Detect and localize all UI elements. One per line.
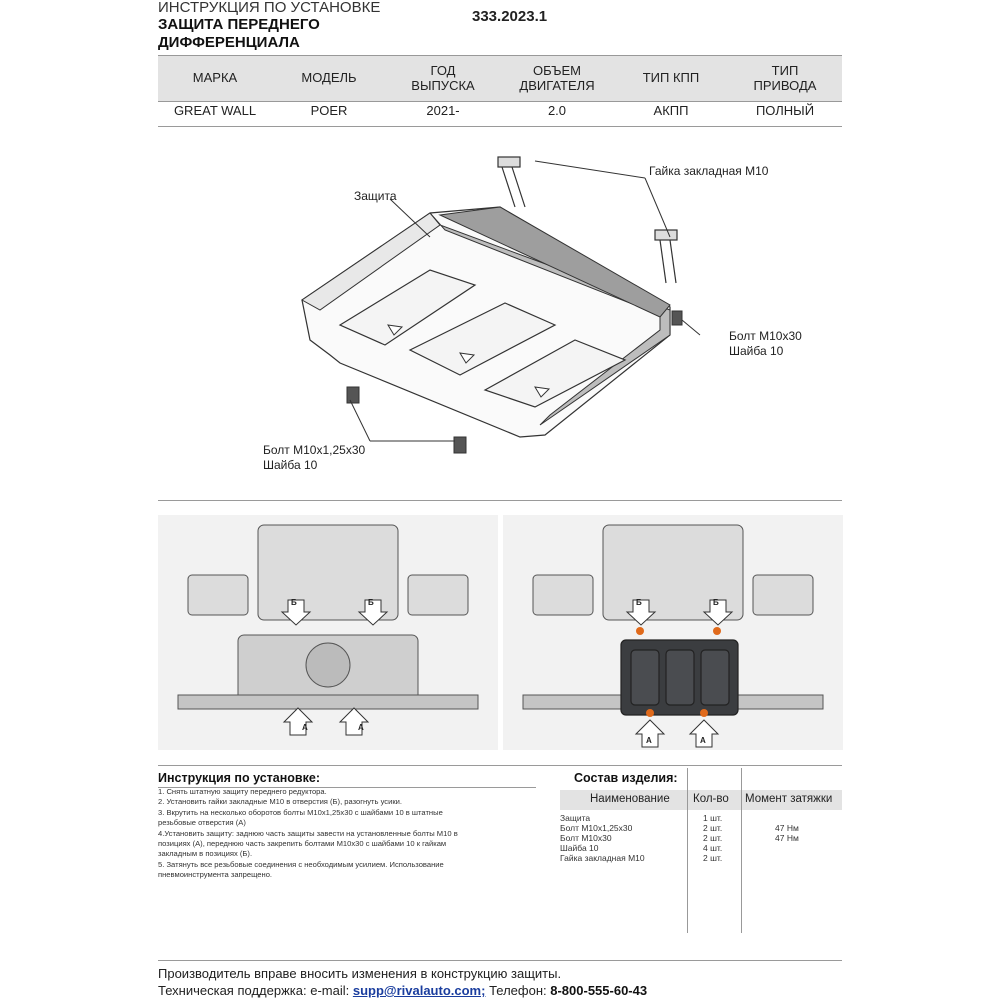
- support-phone[interactable]: 8-800-555-60-43: [550, 983, 648, 998]
- spec-table-header: [158, 55, 842, 102]
- instruction-line: пневмоинструмента запрещено.: [158, 870, 273, 880]
- composition-row-qty: 2 шт.: [703, 833, 723, 843]
- composition-header-row: [560, 790, 842, 810]
- instructions-list: 1. Снять штатную защиту переднего редукт…: [158, 787, 523, 881]
- spec-value-engine: 2.0: [547, 103, 567, 118]
- support-email-link[interactable]: supp@rivalauto.com;: [352, 983, 486, 998]
- composition-row-torque: 47 Нм: [775, 833, 799, 843]
- composition-row-qty: 2 шт.: [703, 823, 723, 833]
- section-rule-photos: [158, 500, 842, 501]
- spec-header-brand: МАРКА: [192, 70, 238, 85]
- nut-bracket-left: [497, 156, 526, 208]
- marker-a-right-after-label: А: [700, 736, 706, 745]
- spec-header-model: МОДЕЛЬ: [301, 70, 357, 85]
- marker-b-left: [280, 599, 312, 626]
- section-rule-text: [158, 765, 842, 766]
- composition-row-qty: 1 шт.: [703, 813, 723, 823]
- composition-col-torque: Момент затяжки: [745, 793, 833, 805]
- marker-a-left-after: [634, 719, 666, 748]
- photo-after-install: [503, 515, 843, 750]
- label-guard: Защита: [354, 189, 397, 203]
- spec-value-brand: GREAT WALL: [173, 103, 257, 118]
- composition-title: Состав изделия:: [574, 771, 678, 785]
- instruction-line: закладным в позициях (Б).: [158, 849, 253, 859]
- marker-a-left-label: А: [302, 723, 308, 732]
- guard-exploded-diagram: [301, 156, 701, 454]
- spec-table-bottom-rule: [158, 126, 842, 127]
- footer-rule: [158, 960, 842, 961]
- instruction-line: 2. Установить гайки закладные М10 в отве…: [158, 797, 402, 807]
- spec-header-engine: ОБЪЕМ ДВИГАТЕЛЯ: [519, 63, 595, 93]
- instruction-line: 1. Снять штатную защиту переднего редукт…: [158, 787, 327, 796]
- orange-fastener-marks: [636, 627, 721, 717]
- marker-b-right-after-label: Б: [713, 598, 719, 607]
- bolt-rear-right: [453, 436, 467, 454]
- instructions-title-rule: [158, 787, 536, 788]
- marker-b-right: [357, 599, 389, 626]
- support-label: Техническая поддержка:: [158, 983, 307, 998]
- marker-b-left-label: Б: [291, 598, 297, 607]
- composition-col-qty: Кол-во: [693, 793, 729, 805]
- instruction-line: 5. Затянуть все резьбовые соединения с н…: [158, 859, 444, 869]
- marker-a-right-after: [688, 719, 720, 748]
- marker-b-left-after: [625, 599, 657, 626]
- guard-top-band: [438, 206, 671, 318]
- instructions-title: Инструкция по установке:: [158, 771, 320, 785]
- marker-a-left: [282, 707, 314, 736]
- instruction-line: позициях (А), переднюю часть закрепить б…: [158, 839, 447, 849]
- email-label: e-mail:: [310, 983, 350, 998]
- footer-support: Техническая поддержка: e-mail: supp@riva…: [158, 983, 647, 998]
- phone-label: Телефон:: [489, 983, 547, 998]
- composition-row-qty: 4 шт.: [703, 843, 723, 853]
- nut-bracket-right: [654, 229, 678, 284]
- panel-arrows: [387, 324, 551, 398]
- instruction-line: 4.Установить защиту: заднюю часть защиты…: [158, 828, 458, 838]
- bolt-front: [671, 310, 683, 326]
- bolt-rear-left: [346, 386, 360, 404]
- label-washer-rear: Шайба 10: [263, 458, 318, 472]
- installed-guard: [620, 639, 739, 716]
- label-bolt-m10x125x30: Болт М10х1,25х30: [263, 443, 366, 457]
- spec-header-drive: ТИП ПРИВОДА: [753, 63, 817, 93]
- doc-title-line2: ЗАЩИТА ПЕРЕДНЕГО: [158, 16, 320, 33]
- footer-disclaimer: Производитель вправе вносить изменения в…: [158, 966, 562, 981]
- marker-b-right-label: Б: [368, 598, 374, 607]
- composition-row-name: Защита: [560, 813, 591, 823]
- marker-b-left-after-label: Б: [636, 598, 642, 607]
- doc-title-line3: ДИФФЕРЕНЦИАЛА: [158, 34, 300, 51]
- composition-col-name: Наименование: [590, 793, 670, 805]
- spec-value-model: POER: [310, 103, 348, 118]
- label-washer-front: Шайба 10: [729, 344, 784, 358]
- spec-header-year: ГОД ВЫПУСКА: [411, 63, 475, 93]
- composition-divider-1: [687, 768, 688, 933]
- composition-row-name: Гайка закладная М10: [560, 853, 645, 863]
- marker-a-right-label: А: [358, 723, 364, 732]
- instruction-line: 3. Вкрутить на несколько оборотов болты …: [158, 807, 443, 817]
- guard-left-shade: [301, 212, 441, 311]
- marker-a-left-after-label: А: [646, 736, 652, 745]
- composition-row-name: Болт М10х30: [560, 833, 612, 843]
- composition-divider-2: [741, 768, 742, 933]
- leader-lines: [349, 160, 701, 442]
- marker-a-right: [338, 707, 370, 736]
- composition-row-name: Шайба 10: [560, 843, 599, 853]
- doc-title-line1: ИНСТРУКЦИЯ ПО УСТАНОВКЕ: [158, 0, 381, 16]
- spec-header-gearbox: ТИП КПП: [642, 70, 700, 85]
- composition-row-qty: 2 шт.: [703, 853, 723, 863]
- marker-b-right-after: [702, 599, 734, 626]
- composition-row-name: Болт М10х1,25х30: [560, 823, 633, 833]
- spec-value-gearbox: АКПП: [653, 103, 689, 118]
- composition-row-torque: 47 Нм: [775, 823, 799, 833]
- instruction-line: резьбовые отверстия (А): [158, 818, 246, 828]
- photo-before-install: [158, 515, 498, 750]
- spec-value-year: 2021-: [426, 103, 460, 118]
- spec-value-drive: ПОЛНЫЙ: [755, 103, 815, 118]
- guard-panels: [338, 269, 627, 408]
- doc-code: 333.2023.1: [472, 8, 548, 25]
- label-insert-nut: Гайка закладная М10: [649, 164, 769, 178]
- label-bolt-m10x30: Болт М10х30: [729, 329, 802, 343]
